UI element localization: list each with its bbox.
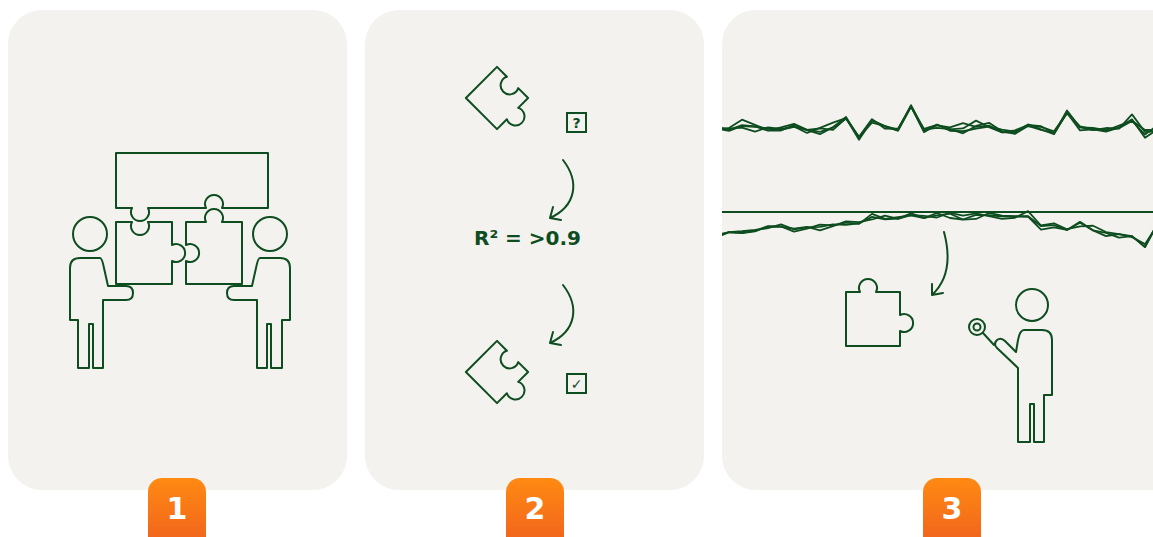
puzzle-piece xyxy=(466,67,538,139)
panel xyxy=(365,10,704,490)
status-symbol: ✓ xyxy=(571,377,583,391)
puzzle-piece xyxy=(846,279,913,346)
signal-line xyxy=(722,105,1153,137)
signal-line xyxy=(722,107,1153,140)
person-with-magnifier xyxy=(969,289,1052,442)
step-number-text: 2 xyxy=(525,491,546,526)
step-number: 2 xyxy=(506,478,564,537)
panel xyxy=(722,10,1153,490)
puzzle-piece xyxy=(116,222,185,284)
step-number-text: 1 xyxy=(167,491,188,526)
signal-line xyxy=(722,106,1153,137)
status-box: ? xyxy=(566,112,587,133)
step-number-text: 3 xyxy=(942,491,963,526)
step-number: 3 xyxy=(923,478,981,537)
person xyxy=(227,217,290,368)
arrow xyxy=(550,285,573,345)
signal-lines xyxy=(722,105,1153,247)
signal-line xyxy=(722,106,1153,137)
panel xyxy=(8,10,347,490)
metric-label: R² = >0.9 xyxy=(474,226,581,250)
step-number: 1 xyxy=(148,478,206,537)
arrow xyxy=(932,232,948,295)
signal-line xyxy=(722,211,1153,247)
status-symbol: ? xyxy=(572,116,580,130)
arrow xyxy=(550,160,573,220)
puzzle-piece xyxy=(116,153,268,221)
status-box: ✓ xyxy=(566,373,587,394)
person xyxy=(70,217,133,368)
puzzle-piece xyxy=(466,341,538,413)
puzzle-piece xyxy=(186,209,242,284)
